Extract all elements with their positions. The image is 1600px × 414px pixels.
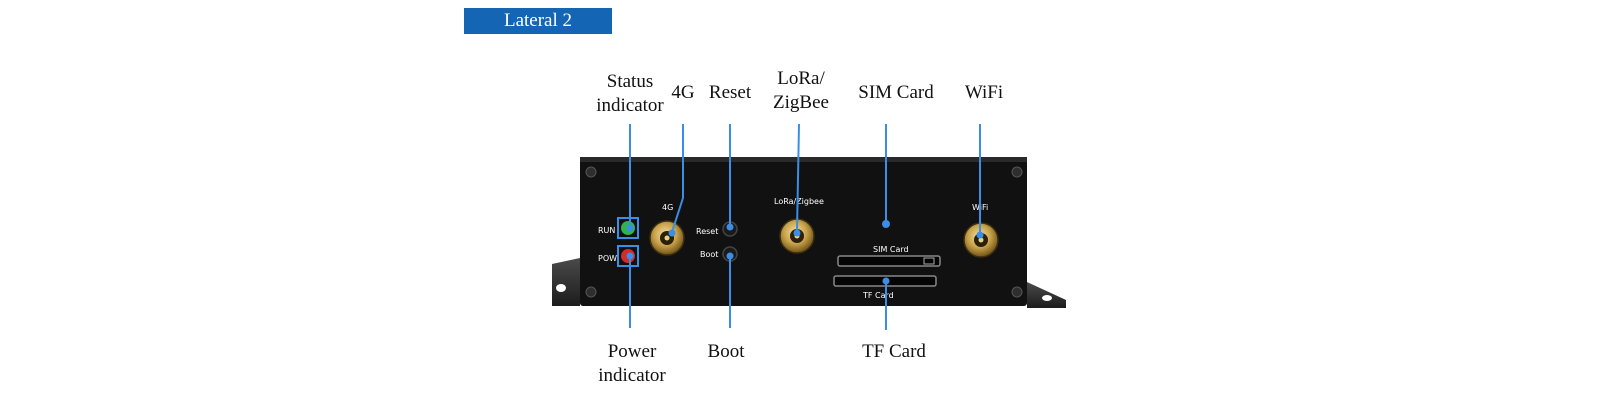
wifi-callout: WiFi xyxy=(964,82,1004,103)
power-indicator-line1: Power xyxy=(607,341,657,362)
left-mounting-flange xyxy=(552,258,580,306)
lora-panel-label: LoRa/Zigbee xyxy=(774,197,824,206)
4g-callout: 4G xyxy=(671,82,695,103)
leader-endpoints xyxy=(626,220,984,285)
reset-callout: Reset xyxy=(708,82,752,103)
left-flange-hole xyxy=(556,284,566,292)
run-panel-label: RUN xyxy=(598,226,615,235)
pow-led-frame xyxy=(617,245,639,267)
section-tag: Lateral 2 xyxy=(464,8,612,34)
right-flange-hole xyxy=(1042,295,1052,301)
sim-card-callout: SIM Card xyxy=(858,82,934,103)
run-led-frame xyxy=(617,217,639,239)
lora-leader-line xyxy=(796,123,800,232)
leader-lines xyxy=(629,123,981,330)
pow-panel-label: POW xyxy=(598,254,617,263)
sim-card-slot-icon xyxy=(837,255,941,267)
status-indicator-callout: Status indicator xyxy=(596,70,664,118)
screw-icon xyxy=(585,166,1023,298)
tf-panel-label: TF Card xyxy=(862,291,894,300)
lora-callout-line2: ZigBee xyxy=(773,92,829,113)
tf-card-callout: TF Card xyxy=(862,341,926,362)
reset-panel-label: Reset xyxy=(696,227,718,236)
4g-leader-diagonal xyxy=(671,197,684,233)
sim-panel-label: SIM Card xyxy=(873,245,909,254)
lora-zigbee-callout: LoRa/ ZigBee xyxy=(773,67,829,115)
right-mounting-flange xyxy=(1027,282,1066,308)
power-indicator-callout: Power indicator xyxy=(598,340,666,388)
status-indicator-line2: indicator xyxy=(596,95,664,116)
lora-callout-line1: LoRa/ xyxy=(777,68,825,89)
boot-panel-label: Boot xyxy=(700,250,718,259)
power-indicator-line2: indicator xyxy=(598,365,666,386)
boot-callout: Boot xyxy=(707,341,745,362)
4g-panel-label: 4G xyxy=(662,203,673,212)
status-indicator-line1: Status xyxy=(606,71,654,92)
